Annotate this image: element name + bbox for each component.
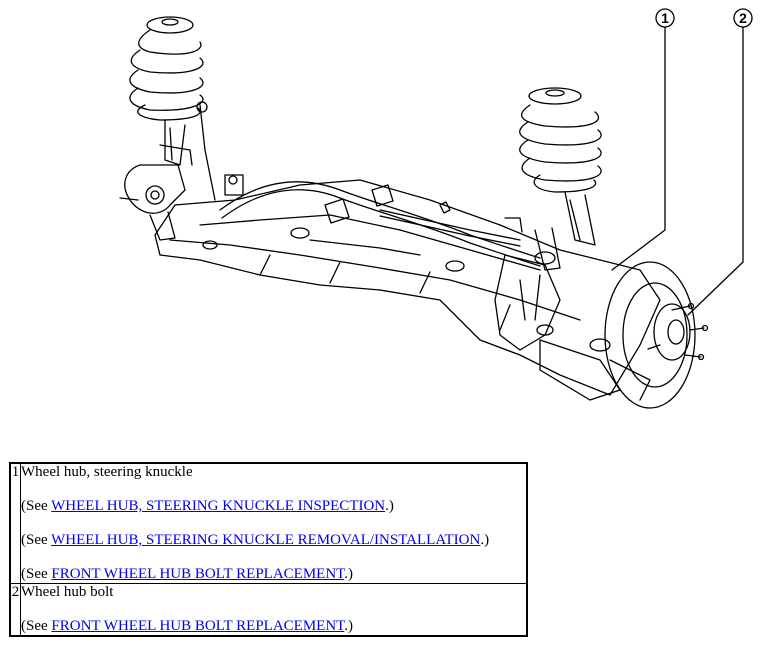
item-description: Wheel hub bolt (See FRONT WHEEL HUB BOLT… [20,583,528,637]
reference-line: (See FRONT WHEEL HUB BOLT REPLACEMENT.) [21,566,353,582]
table-row: 2 Wheel hub bolt (See FRONT WHEEL HUB BO… [9,583,528,637]
left-knuckle [119,144,193,241]
item-number: 1 [9,462,21,584]
callout-2-label: 2 [739,10,747,26]
item-title: Wheel hub, steering knuckle [21,464,193,480]
stabilizer-bar [219,174,541,267]
item-number: 2 [9,583,21,637]
link-removal-installation[interactable]: WHEEL HUB, STEERING KNUCKLE REMOVAL/INST… [51,532,481,548]
callout-1-label: 1 [661,10,669,26]
link-hub-bolt-replacement[interactable]: FRONT WHEEL HUB BOLT REPLACEMENT [51,566,345,582]
item-title: Wheel hub bolt [21,584,114,600]
right-strut [519,87,602,271]
callout-1: 1 [655,8,675,28]
front-suspension-illustration: 1 2 [119,8,753,409]
link-hub-bolt-replacement[interactable]: FRONT WHEEL HUB BOLT REPLACEMENT [51,618,345,634]
callout-2: 2 [733,8,753,28]
reference-line: (See FRONT WHEEL HUB BOLT REPLACEMENT.) [21,618,353,634]
link-inspection[interactable]: WHEEL HUB, STEERING KNUCKLE INSPECTION [51,498,386,514]
callout-leaders [611,26,744,316]
reference-line: (See WHEEL HUB, STEERING KNUCKLE REMOVAL… [21,532,490,548]
reference-line: (See WHEEL HUB, STEERING KNUCKLE INSPECT… [21,498,394,514]
table-row: 1 Wheel hub, steering knuckle (See WHEEL… [9,462,528,584]
right-knuckle-hub [494,254,709,409]
item-description: Wheel hub, steering knuckle (See WHEEL H… [20,462,528,584]
steering-rack [379,201,523,247]
left-strut [129,16,216,201]
component-legend-table: 1 Wheel hub, steering knuckle (See WHEEL… [9,462,528,637]
crossmember [154,179,661,401]
